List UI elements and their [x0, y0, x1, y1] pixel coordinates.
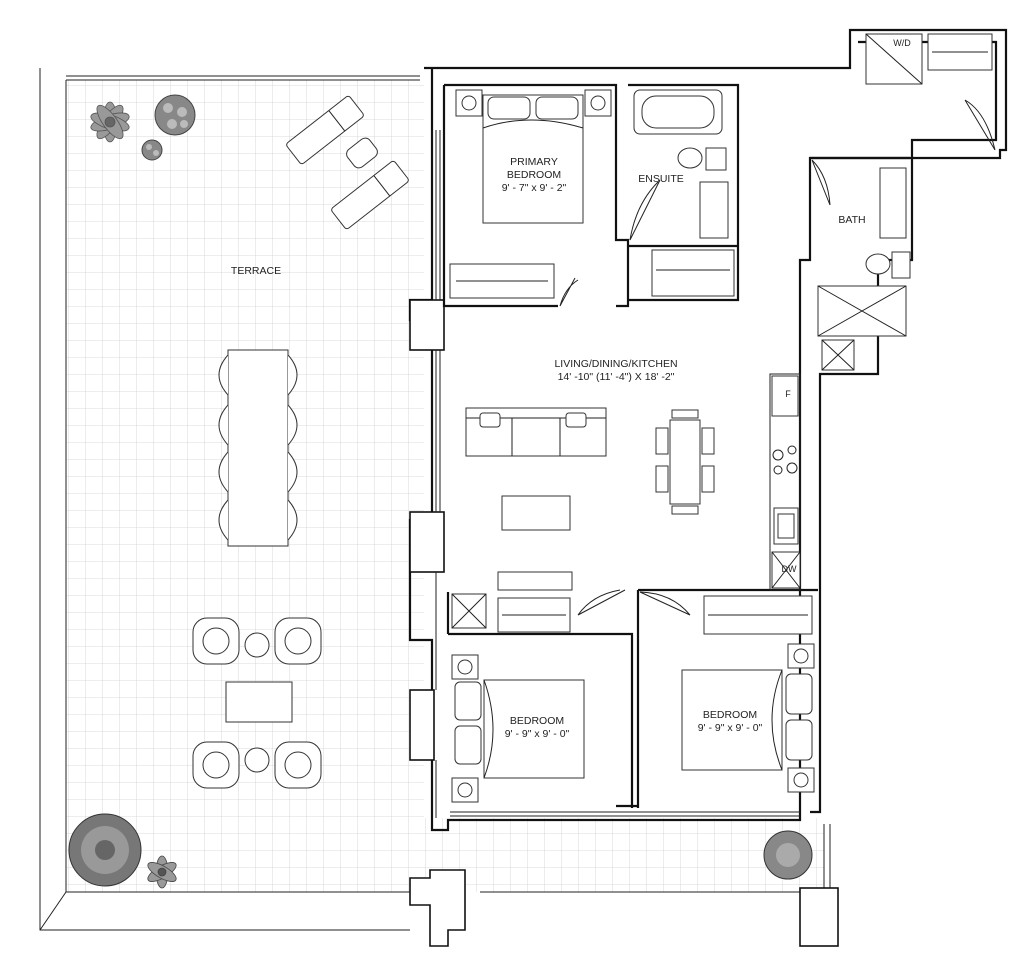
living-furniture — [465, 407, 715, 591]
primary-bedroom-dims: 9' - 7" x 9' - 2" — [502, 182, 567, 194]
mechanical-shaft — [451, 339, 855, 629]
living-label: LIVING/DINING/KITCHEN — [554, 358, 677, 370]
lounge-chair-icon — [286, 95, 409, 230]
kitchen-fixtures — [771, 375, 801, 589]
washer-dryer-label: W/D — [893, 38, 911, 48]
living-dims: 14' -10" (11' -4") X 18' -2" — [558, 371, 675, 383]
ensuite-fixtures — [633, 89, 729, 239]
washer-dryer — [865, 33, 923, 85]
bedroom-bed-left — [451, 654, 585, 803]
bedroom-right-label: BEDROOM — [703, 709, 757, 721]
bath-label: BATH — [838, 214, 865, 226]
primary-bedroom-label-2: BEDROOM — [507, 169, 561, 181]
closet — [449, 33, 993, 635]
door-swings — [559, 99, 996, 616]
dishwasher-label: DW — [782, 564, 797, 574]
bedroom-right-dims: 9' - 9" x 9' - 0" — [698, 722, 763, 734]
primary-bedroom-label-1: PRIMARY — [510, 156, 558, 168]
bedroom-bed-right — [681, 643, 815, 793]
bedroom-left-dims: 9' - 9" x 9' - 0" — [505, 728, 570, 740]
plant-icon — [90, 94, 196, 161]
interior-walls — [442, 83, 910, 808]
fridge-label: F — [785, 389, 791, 399]
room-labels: TERRACE PRIMARY BEDROOM 9' - 7" x 9' - 2… — [231, 38, 911, 740]
outdoor-dining-table — [218, 349, 298, 547]
terrace-label: TERRACE — [231, 265, 281, 277]
outdoor-seating — [192, 617, 322, 789]
bedroom-left-label: BEDROOM — [510, 715, 564, 727]
primary-bed — [455, 89, 612, 224]
plant-icon — [68, 813, 813, 889]
ensuite-label: ENSUITE — [638, 173, 684, 185]
bath-fixtures — [817, 167, 911, 337]
exterior-walls — [408, 28, 1008, 947]
